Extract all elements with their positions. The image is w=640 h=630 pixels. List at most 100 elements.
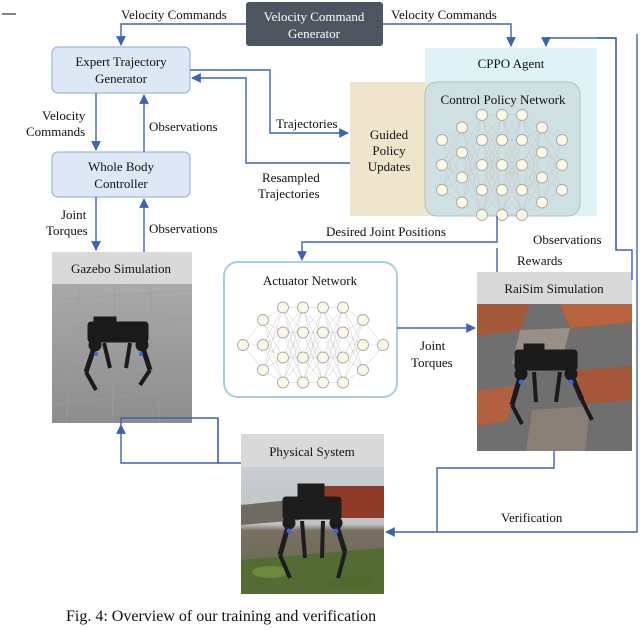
actuator-node [317,301,329,314]
cpn-node [536,121,548,134]
actuator-node [317,376,329,389]
cpn-node [476,184,488,196]
cpn-node [536,196,548,209]
actuator-edge [262,307,284,371]
arrow-vcg-to-etg [116,23,246,46]
actuator-edge [322,307,344,383]
physical-scene [241,486,384,594]
actuator-edge [322,307,344,358]
arrow-resampled-trajectories [191,73,350,164]
actuator-node [277,351,289,364]
physical-robot [277,483,348,579]
cpn-edge [461,114,483,153]
cpn-node [536,171,548,184]
actuator-node [337,301,349,314]
actuator-network-box[interactable] [223,261,398,398]
cpn-edge [481,114,503,216]
guided-policy-updates-line2: Policy [372,143,406,158]
cpn-edge [481,114,503,166]
cpn-edge [441,127,463,166]
actuator-node [277,301,289,314]
cpn-edge [521,177,543,216]
actuator-node [297,301,309,314]
cpn-edge [501,114,523,216]
actuator-edge [302,307,324,383]
cpn-edge [461,114,483,203]
actuator-node [277,376,289,389]
label-desired-joint-positions: Desired Joint Positions [326,224,446,239]
gazebo-image [52,284,192,423]
actuator-edge [302,332,324,383]
actuator-node [237,339,249,351]
guided-policy-updates-line3: Updates [368,159,411,174]
expert-trajectory-generator-line1: Expert Trajectory [75,54,167,69]
cpn-edge [541,164,563,203]
label-joint-torques-mid-1: Joint [420,338,446,353]
cpn-edge [501,114,523,166]
cpn-edge [441,152,463,191]
label-velocity-commands-down-2: Commands [26,124,85,139]
label-rewards: Rewards [517,253,563,268]
cpn-node [536,146,548,159]
actuator-node [317,351,329,364]
label-trajectories: Trajectories [276,116,338,131]
cpn-node [436,134,448,146]
gazebo-header [52,252,192,284]
actuator-node [357,339,369,351]
actuator-edge [262,332,284,371]
label-resampled-1: Resampled [262,170,320,185]
arrow-physical-link [120,417,241,464]
actuator-network-label: Actuator Network [263,273,358,288]
actuator-node [337,351,349,364]
actuator-edge [262,307,284,346]
label-velocity-commands-left: Velocity Commands [121,7,227,22]
actuator-node [257,364,269,376]
actuator-node [277,326,289,339]
gazebo-robot [83,316,153,391]
actuator-node [297,351,309,364]
actuator-network-graph [237,301,389,389]
cpn-edge [461,164,483,203]
cpn-node [476,209,488,221]
cpn-edge [501,164,523,216]
physical-system-label: Physical System [269,444,355,459]
actuator-edge [302,307,324,358]
cpn-node [496,109,508,121]
arrow-trajectories [190,69,349,138]
expert-trajectory-generator-line2: Generator [95,71,148,86]
cpn-node [436,184,448,196]
guided-policy-updates-line1: Guided [370,127,409,142]
arrow-verification [385,34,638,537]
cpn-edge [501,114,523,191]
cpn-node [516,159,528,171]
cpn-edge [521,127,543,216]
actuator-edge [342,344,364,383]
actuator-node [317,326,329,339]
label-joint-torques-left-2: Torques [46,223,88,238]
label-joint-torques-mid-2: Torques [411,355,453,370]
raisim-header [477,272,632,304]
whole-body-controller-line2: Controller [94,176,148,191]
cpn-node [476,159,488,171]
actuator-node [257,339,269,351]
actuator-node [377,339,389,351]
whole-body-controller-box[interactable] [51,151,191,198]
physical-header [241,434,384,467]
cpn-edge [501,139,523,216]
gazebo-simulation-label: Gazebo Simulation [71,261,172,276]
raisim-robot [509,343,594,425]
velocity-command-generator-box[interactable] [246,2,383,46]
cpn-edge [481,164,503,216]
actuator-node [357,314,369,326]
cpn-node [516,184,528,196]
cpn-node [556,184,568,196]
actuator-edge [282,307,304,383]
label-observations-etg: Observations [149,119,218,134]
arrow-raisim-verification [436,451,555,532]
label-velocity-commands-right: Velocity Commands [391,7,497,22]
cpn-edge [461,139,483,203]
actuator-edge [282,307,304,358]
cpn-node [496,134,508,146]
